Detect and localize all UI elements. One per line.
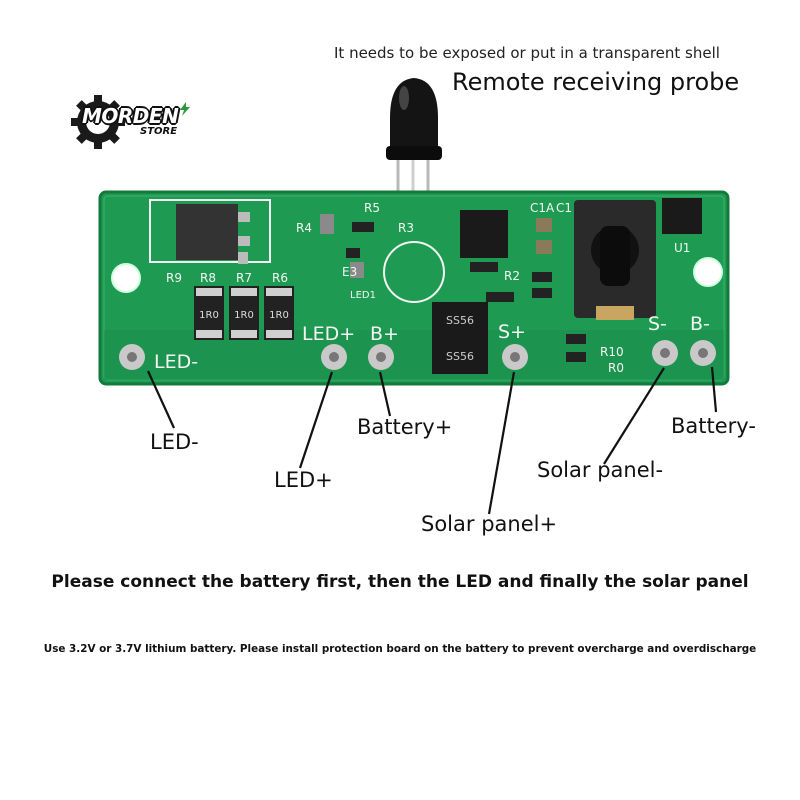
silk-label: U1: [674, 241, 690, 255]
silk-label: R5: [364, 201, 380, 215]
callout-led-minus: LED-: [150, 430, 199, 454]
ir-footprint: [383, 241, 445, 303]
gear-icon: [71, 95, 125, 149]
mosfet-component: [149, 199, 271, 264]
brand-name: MORDEN: [82, 104, 179, 128]
callout-battery-plus: Battery+: [357, 415, 453, 439]
power-resistors: 1R0 1R0 1R0: [194, 286, 294, 340]
callout-solar-minus: Solar panel-: [537, 458, 664, 482]
solder-pads: [119, 340, 716, 370]
diode-marking: SS56: [446, 314, 474, 327]
resistor-marking: 1R0: [234, 310, 254, 321]
lightning-icon: [180, 102, 190, 116]
wiring-order-notice: Please connect the battery first, then t…: [51, 572, 749, 592]
leader-lines: [146, 366, 718, 515]
resistor-marking: 1R0: [199, 310, 219, 321]
terminal-labels: LED- LED+ B+ S+ B- S-: [154, 313, 710, 373]
silk-label: R8: [200, 271, 216, 285]
exposure-note: It needs to be exposed or put in a trans…: [334, 44, 720, 62]
battery-notice: Use 3.2V or 3.7V lithium battery. Please…: [43, 643, 757, 655]
callout-solar-plus: Solar panel+: [421, 512, 558, 536]
silk-terminal-label: B-: [690, 313, 710, 335]
silk-terminal-label: B+: [370, 323, 399, 345]
brand-logo: MORDEN STORE: [68, 92, 198, 152]
resistor-marking: 1R0: [269, 310, 289, 321]
callout-led-plus: LED+: [274, 468, 333, 492]
silk-label: E3: [342, 265, 357, 279]
silk-label: LED1: [350, 290, 376, 301]
silk-label: R3: [398, 221, 414, 235]
silk-label: C1A: [530, 201, 555, 215]
schottky-diodes: SS56 SS56: [432, 302, 488, 374]
silk-terminal-label: LED-: [154, 351, 198, 373]
silk-terminal-label: S+: [498, 321, 526, 343]
push-switch: [574, 200, 656, 320]
silk-terminal-label: S-: [648, 313, 667, 335]
probe-title: Remote receiving probe: [452, 68, 740, 96]
smd-components: [320, 198, 702, 362]
callout-battery-minus: Battery-: [671, 414, 756, 438]
diode-marking: SS56: [446, 350, 474, 363]
silk-terminal-label: LED+: [302, 323, 355, 345]
silk-label: R2: [504, 269, 520, 283]
silk-label: R4: [296, 221, 312, 235]
silk-label: R9: [166, 271, 182, 285]
silkscreen-labels: R9 R8 R7 R6 R5 R4 R3 E3 U1 C1A C1 R2 R0 …: [166, 201, 690, 375]
silk-label: R6: [272, 271, 288, 285]
silk-label: R0: [608, 361, 624, 375]
silk-label: C1: [556, 201, 572, 215]
silk-label: R7: [236, 271, 252, 285]
silk-label: R10: [600, 345, 624, 359]
brand-sub: STORE: [140, 126, 178, 137]
